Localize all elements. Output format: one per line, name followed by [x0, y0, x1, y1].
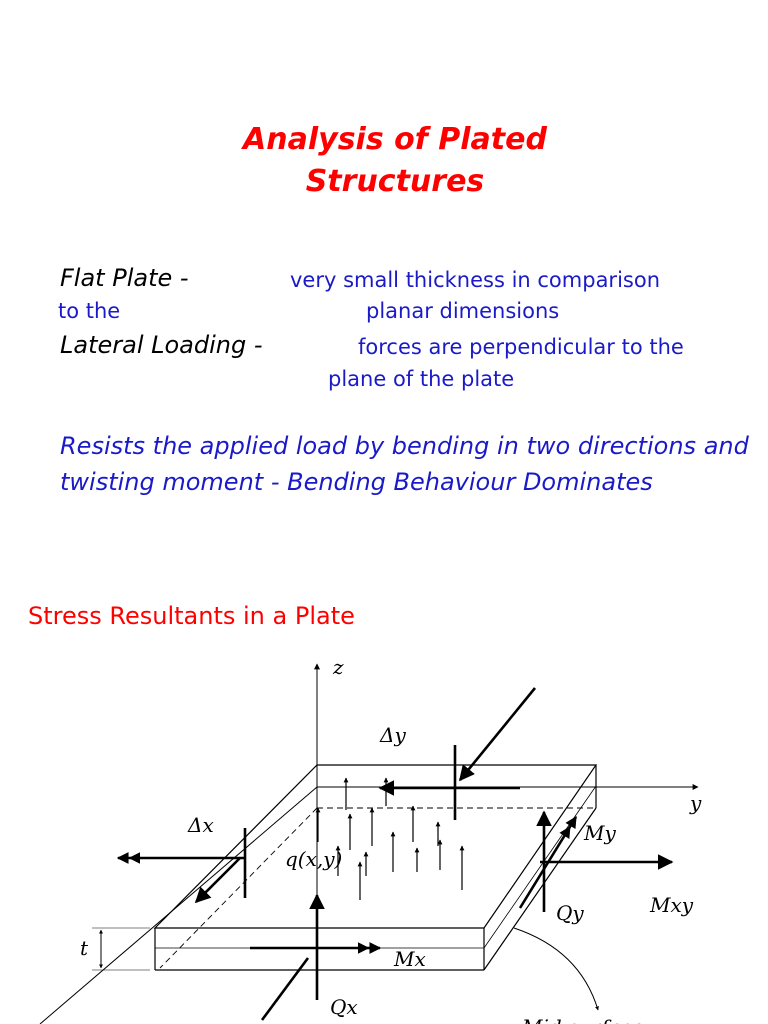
label-my: My [583, 821, 616, 845]
flat-plate-definition-line-2b: planar dimensions [366, 299, 560, 323]
bending-behaviour-statement: Resists the applied load by bending in t… [60, 432, 749, 496]
label-qy: Qy [556, 901, 584, 925]
lateral-loading-definition-line-2: plane of the plate [328, 367, 515, 391]
x-axis [39, 786, 318, 1024]
term-flat-plate: Flat Plate - [60, 264, 189, 292]
label-mid-surface: Mid-surface [521, 1015, 644, 1024]
term-lateral-loading: Lateral Loading - [60, 331, 263, 359]
title-line-2: Structures [305, 164, 485, 199]
label-delta-x: Δx [187, 813, 214, 837]
section-heading: Stress Resultants in a Plate [28, 602, 355, 630]
label-q-xy: q(x,y) [285, 847, 342, 871]
flat-plate-definition-line-2a: to the [58, 299, 121, 323]
label-qx: Qx [330, 995, 358, 1019]
label-mx: Mx [393, 947, 426, 971]
label-y: y [689, 791, 702, 815]
label-mxy: Mxy [649, 893, 694, 917]
title-line-1: Analysis of Plated [243, 122, 547, 157]
label-z: z [332, 655, 344, 679]
plate-stress-resultants-diagram: z y Δy Δx q(x,y) t My Mxy Qy Mx Qx Mid-s… [39, 655, 702, 1024]
flat-plate-definition-line-1: very small thickness in comparison [290, 268, 661, 292]
lateral-loading-definition-line-1: forces are perpendicular to the [358, 335, 684, 359]
label-delta-y: Δy [379, 723, 406, 747]
label-thickness-t: t [80, 936, 89, 960]
